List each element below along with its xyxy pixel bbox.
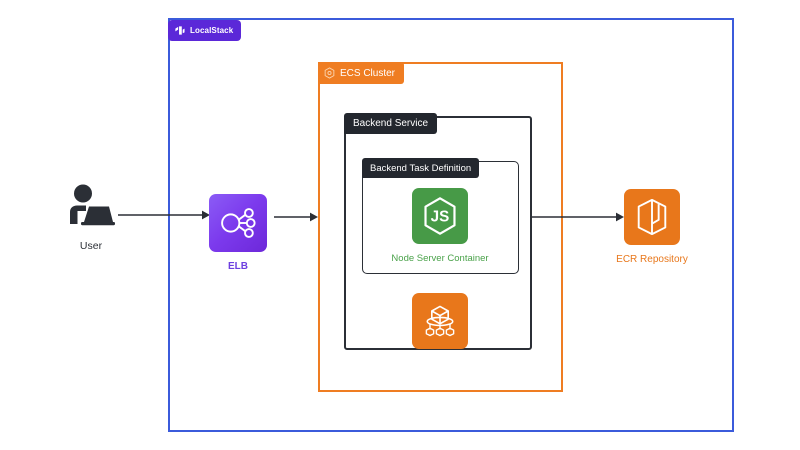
arrow-user-to-elb: [118, 209, 210, 221]
backend-service-badge-label: Backend Service: [353, 118, 429, 129]
ecs-cluster-box: [318, 62, 563, 392]
node-elb-label: ELB: [228, 261, 248, 272]
elb-tile: [209, 194, 267, 252]
node-user-label: User: [79, 240, 103, 252]
backend-task-definition-badge-label: Backend Task Definition: [370, 162, 472, 174]
ecs-cluster-badge: ECS Cluster: [318, 62, 405, 84]
ecs-service-tile: [412, 293, 468, 349]
node-server-tile: JS: [412, 188, 468, 244]
backend-service-box: [344, 116, 532, 350]
node-node-server-container: JS Node Server Container: [391, 188, 489, 264]
node-ecs-service: [412, 293, 468, 349]
node-ecr-repository: ECR Repository: [616, 189, 688, 265]
node-user: User: [46, 184, 136, 252]
arrow-service-to-ecr: [532, 211, 624, 223]
localstack-badge-label: LocalStack: [190, 26, 234, 35]
backend-task-definition-badge: Backend Task Definition: [362, 158, 480, 178]
user-at-laptop-icon: [65, 184, 117, 228]
ecs-cluster-badge-label: ECS Cluster: [340, 67, 396, 79]
ecr-repository-tile: [624, 189, 680, 245]
localstack-badge: LocalStack: [168, 20, 242, 41]
elastic-load-balancer-icon: [218, 203, 258, 243]
ecs-cluster-hexagon-icon: [324, 67, 335, 79]
arrow-elb-to-ecs-cluster: [274, 211, 318, 223]
node-elb: ELB: [209, 194, 267, 272]
aws-ecs-service-icon: [420, 301, 460, 341]
node-ecr-repository-label: ECR Repository: [616, 254, 688, 265]
node-node-server-container-label: Node Server Container: [391, 253, 489, 264]
ecr-cube-icon: [633, 197, 671, 237]
nodejs-js-hexagon-icon: JS: [421, 196, 459, 236]
localstack-logo-icon: [174, 25, 185, 36]
backend-service-badge: Backend Service: [344, 113, 438, 134]
localstack-boundary-box: [168, 18, 734, 432]
svg-text:JS: JS: [431, 209, 450, 226]
